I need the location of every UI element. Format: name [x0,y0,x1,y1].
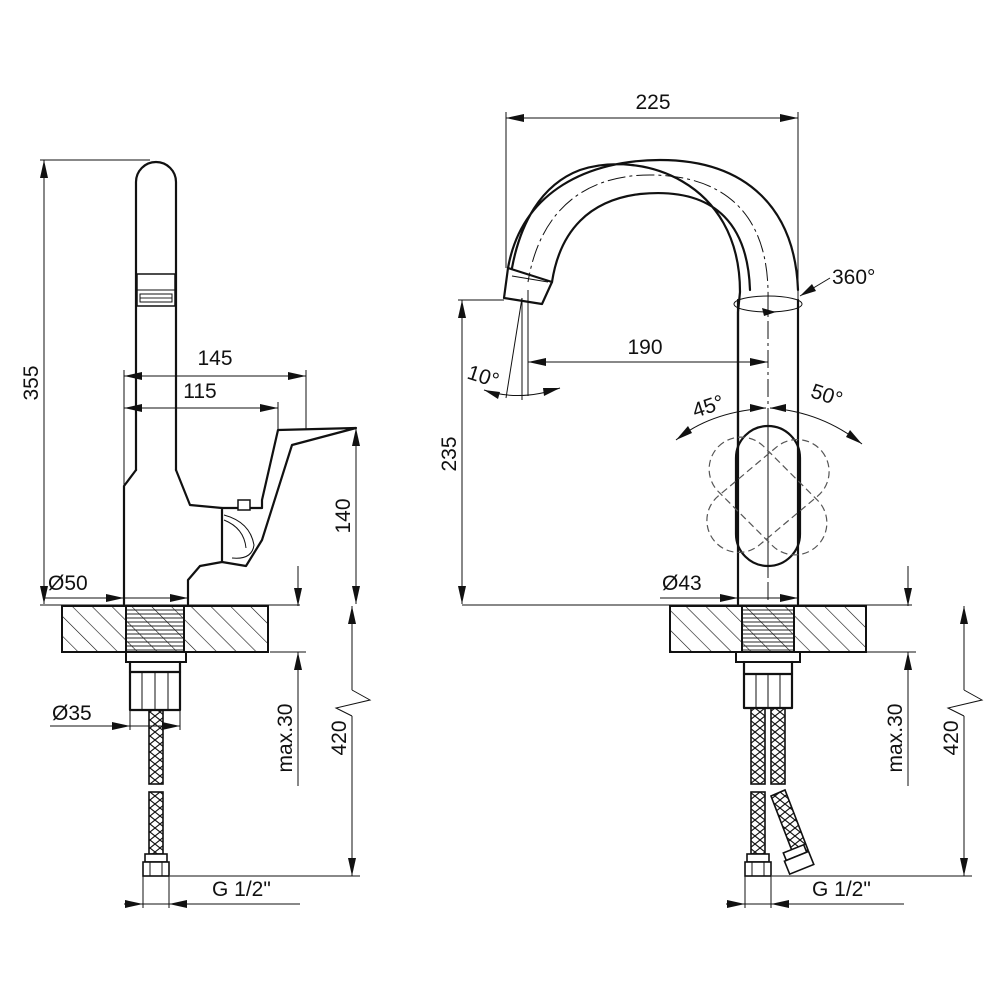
front-spout-outlet [502,266,554,306]
front-lever-ghost-right [706,438,830,554]
dim-side-base-diameter: Ø50 [48,572,88,595]
dim-front-lever-angle-left: 45° [690,391,727,423]
side-lever [220,426,358,568]
front-spout-centerline [527,174,769,600]
side-thread-sleeve [125,605,185,653]
dim-side-reach-115: 115 [183,380,216,403]
dim-front-base-diameter: Ø43 [662,572,702,595]
dim-side-lever-height: 140 [332,498,355,533]
dim-front-outlet-angle: 10° [464,361,501,393]
side-hose-lower [148,791,164,855]
front-hose-a-lower [750,791,766,855]
dim-side-connection: G 1/2" [212,878,271,901]
dim-front-max-30: max.30 [884,704,907,773]
front-hose-b-lower [769,788,810,858]
front-spout [506,158,800,606]
front-hose-b-upper [770,707,786,785]
front-view [502,158,867,877]
front-hose-a-upper [750,707,766,785]
side-hose-upper [148,709,164,785]
dim-front-width: 225 [635,91,670,114]
side-view [61,160,358,877]
dim-front-reach: 190 [627,336,662,359]
dim-front-rotation: 360° [832,266,875,289]
front-thread-sleeve [741,605,795,653]
dim-front-lever-angle-right: 50° [808,380,845,412]
side-body [122,468,224,606]
dim-side-reach-145: 145 [197,347,232,370]
dim-front-spout-height: 235 [438,436,461,471]
dim-side-hose-length: 420 [328,720,351,755]
dim-front-hose-length: 420 [940,720,963,755]
dim-side-max-30: max.30 [274,704,297,773]
dim-front-connection: G 1/2" [812,878,871,901]
side-spout [134,160,178,472]
dim-side-thread-diameter: Ø35 [52,702,92,725]
side-dimensions: 355 145 115 140 Ø50 Ø35 [20,159,372,908]
dim-side-height: 355 [20,365,43,400]
front-lever-ghost-left [708,436,828,556]
front-dimensions: 225 190 360° 235 10° 45° 50° [438,91,984,908]
